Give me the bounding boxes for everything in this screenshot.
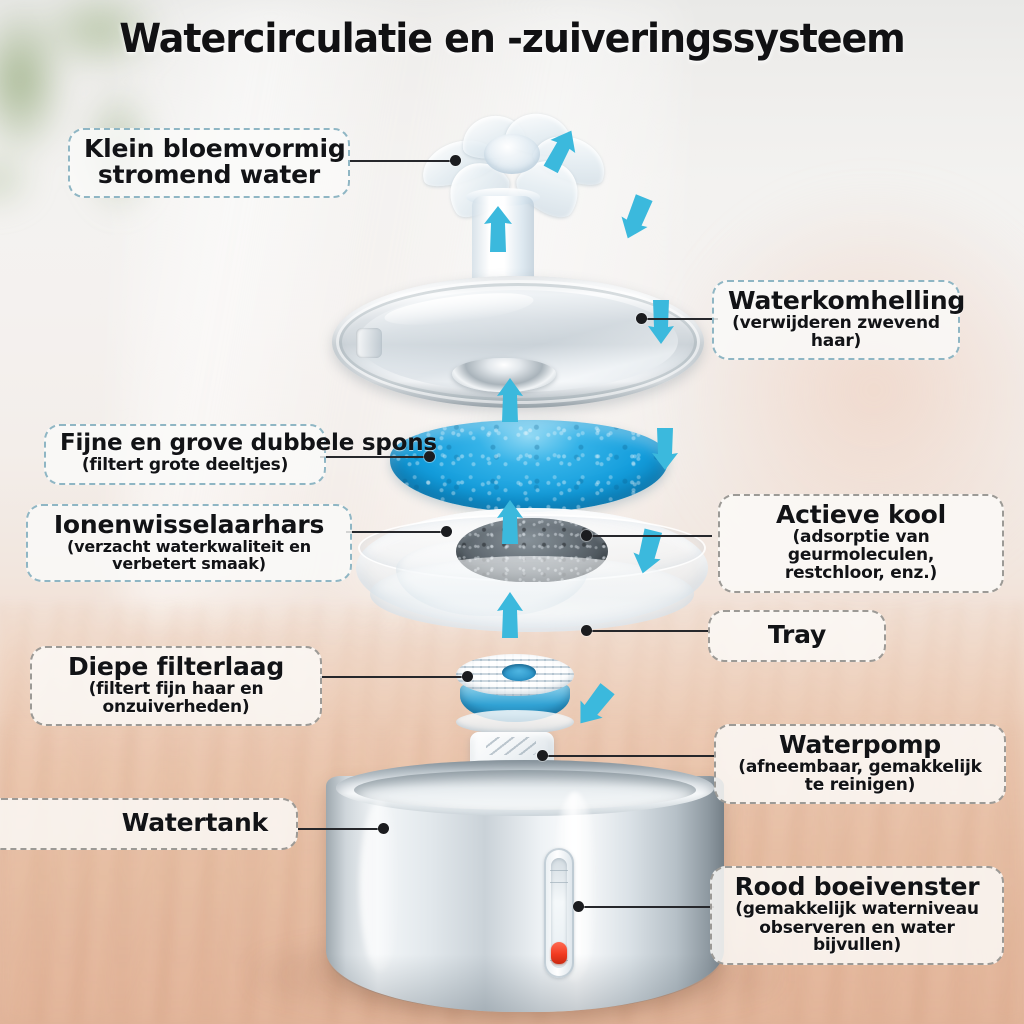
callout-title: Ionenwisselaarhars [53, 510, 325, 539]
callout-double-sponge[interactable]: Fijne en grove dubbele spons (filtert gr… [44, 424, 437, 485]
connector-line [320, 676, 468, 678]
callout-subtitle: (afneembaar, gemakkelijk te reinigen) [738, 757, 982, 795]
callout-subtitle-line2: restchloor, enz.) [784, 563, 938, 584]
filter-center-hole [502, 664, 536, 681]
connector-line [320, 456, 430, 458]
callout-activated-carbon[interactable]: Actieve kool (adsorptie van geurmolecule… [718, 494, 1004, 594]
pump-logo [486, 737, 536, 755]
callout-title: Waterkomhelling [728, 286, 966, 315]
deep-filter-part [456, 654, 574, 734]
arrow-down-sponge-icon [652, 428, 678, 470]
level-window-slot [551, 858, 567, 968]
arrow-down-lid-icon [648, 300, 674, 344]
callout-title: Waterpomp [778, 730, 941, 759]
callout-title: Diepe filterlaag [67, 652, 285, 681]
connector-line [346, 531, 446, 533]
arrow-up-under-lid-icon [496, 378, 524, 422]
connector-line [542, 755, 716, 757]
connector-line [586, 630, 708, 632]
level-tick [550, 882, 568, 883]
connector-dot [581, 625, 592, 636]
connector-dot [537, 750, 548, 761]
lid-notch [356, 328, 382, 358]
tray-skirt [370, 556, 694, 632]
callout-red-float-window[interactable]: Rood boeivenster (gemakkelijk waternivea… [710, 866, 1004, 966]
connector-dot [462, 671, 473, 682]
callout-title: Tray [767, 620, 827, 649]
flower-spout-part [415, 109, 614, 226]
callout-tray[interactable]: Tray [708, 610, 886, 662]
lid-rim [336, 280, 700, 404]
arrow-up-carbon-icon [496, 500, 524, 544]
arrow-down-right-top-icon [615, 192, 657, 243]
flower-core [484, 134, 540, 174]
arrow-up-spout-icon [483, 206, 513, 252]
callout-title: Fijne en grove dubbele spons [60, 430, 437, 456]
page-title: Watercirculatie en -zuiveringssysteem [119, 16, 906, 62]
callout-subtitle: (adsorptie van geurmoleculen, [787, 527, 935, 565]
connector-line [298, 828, 384, 830]
tank-inner-cavity [354, 770, 696, 810]
callout-flower-spout[interactable]: Klein bloemvormig stromend water [68, 128, 350, 198]
callout-subtitle-line2: observeren en water bijvullen) [759, 917, 955, 956]
connector-line [586, 535, 712, 537]
callout-title: Rood boeivenster [734, 872, 980, 901]
connector-line [350, 160, 455, 162]
callout-subtitle: (filtert grote deeltjes) [81, 454, 289, 475]
callout-water-bowl-slope[interactable]: Waterkomhelling (verwijderen zwevend haa… [712, 280, 966, 361]
arrow-down-tray-icon [629, 527, 667, 576]
callout-subtitle: (filtert fijn haar en onzuiverheden) [88, 679, 264, 717]
callout-deep-filter-layer[interactable]: Diepe filterlaag (filtert fijn haar en o… [30, 646, 322, 727]
red-float-indicator [551, 942, 567, 964]
arrow-down-tank-icon [569, 680, 618, 732]
arrow-up-filter-icon [496, 592, 524, 638]
tank-bottom-shade [326, 954, 724, 1012]
connector-dot [424, 451, 435, 462]
callout-title: Klein bloemvormig [84, 134, 346, 163]
level-tick [550, 870, 568, 871]
connector-line [578, 906, 714, 908]
arrow-up-flower-icon [537, 124, 584, 177]
water-tank-part [326, 760, 724, 1012]
sponge-texture [390, 420, 668, 512]
connector-dot [581, 530, 592, 541]
callout-water-tank[interactable]: Watertank [0, 798, 298, 850]
connector-line [640, 318, 718, 320]
connector-dot [378, 823, 389, 834]
callout-subtitle: (gemakkelijk waterniveau [735, 899, 979, 919]
callout-title: Watertank [121, 808, 268, 837]
connector-dot [636, 313, 647, 324]
blue-sponge-part [390, 420, 668, 512]
callout-ion-exchange-resin[interactable]: Ionenwisselaarhars (verzacht waterkwalit… [26, 504, 352, 583]
connector-dot [450, 155, 461, 166]
level-window-part [544, 848, 574, 978]
callout-water-pump[interactable]: Waterpomp (afneembaar, gemakkelijk te re… [714, 724, 1006, 805]
callout-title: Actieve kool [775, 500, 947, 529]
filter-base-rim [456, 710, 574, 734]
callout-title-line2: stromend water [97, 160, 321, 189]
connector-dot [573, 901, 584, 912]
callout-subtitle: (verzacht waterkwaliteit en verbetert sm… [67, 537, 311, 573]
callout-subtitle: (verwijderen zwevend haar) [732, 313, 940, 351]
connector-dot [441, 526, 452, 537]
